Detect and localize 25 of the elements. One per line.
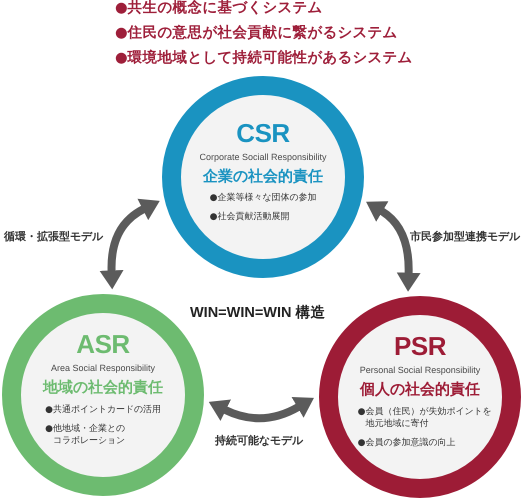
bullet-item: ●社会貢献活動展開 xyxy=(210,211,290,224)
bullet-point-text: ●住民の意思が社会貢献に繋がるシステム xyxy=(115,25,398,42)
subtitle-text: Personal Social Responsibility xyxy=(360,365,480,376)
bullet-item: ●他地域・企業とのコラボレーション xyxy=(45,422,126,448)
title-text: 地域の社会的責任 xyxy=(43,378,163,396)
double-arrow xyxy=(366,201,421,292)
edge-label: 循環・拡張型モデル xyxy=(4,229,103,244)
title-text: 企業の社会的責任 xyxy=(203,166,323,184)
bullet-item: ●共通ポイントカードの活用 xyxy=(45,404,161,416)
edge-label: 市民参加型連携モデル xyxy=(410,229,520,244)
acronym-heading: ASR xyxy=(76,330,130,358)
bullet-item: ●会員の参加意識の向上 xyxy=(358,437,456,450)
acronym-heading: PSR xyxy=(394,332,446,360)
caption-text: WIN=WIN=WIN 構造 xyxy=(190,304,326,322)
double-arrow xyxy=(100,199,160,290)
subtitle-text: Corporate Sociall Responsibility xyxy=(199,152,327,162)
double-arrow xyxy=(208,396,314,422)
bullet-item: ●企業等様々な団体の参加 xyxy=(210,192,316,204)
edge-label: 持続可能なモデル xyxy=(215,433,303,448)
acronym-heading: CSR xyxy=(236,118,290,146)
title-text: 個人の社会的責任 xyxy=(360,380,480,398)
bullet-point-text: ●環境地域として持続可能性があるシステム xyxy=(115,50,413,67)
bullet-item: ●会員（住民）が失効ポイントを地元地域に寄付 xyxy=(358,406,492,431)
bullet-point-text: ●共生の概念に基づくシステム xyxy=(115,0,323,17)
subtitle-text: Area Social Responsibility xyxy=(50,363,156,374)
